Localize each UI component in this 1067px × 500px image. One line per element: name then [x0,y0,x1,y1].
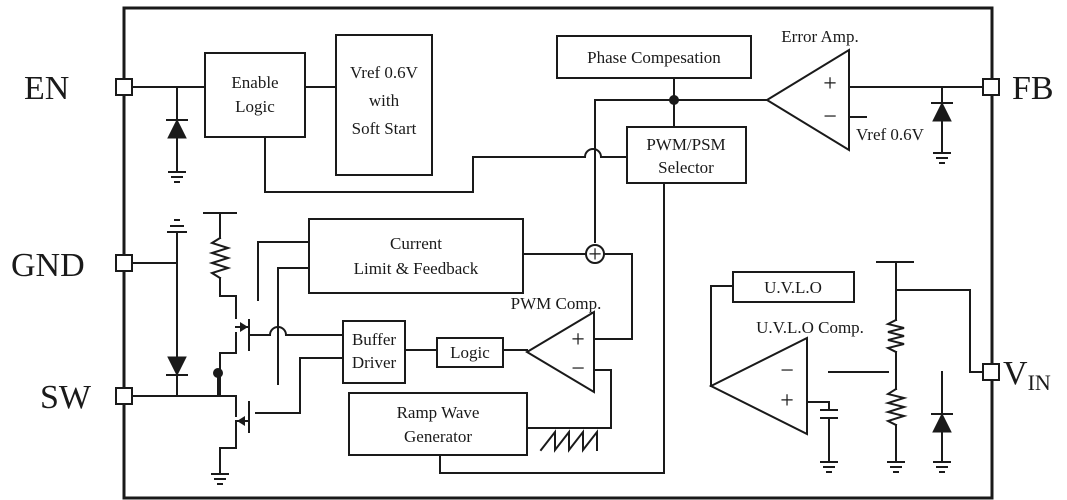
uvlo-label: U.V.L.O [764,278,822,297]
ramp-wave-line-2: Generator [404,427,472,446]
enable-logic-block: Enable Logic [204,52,306,138]
pin-gnd: GND [11,247,133,284]
pin-sw: SW [40,379,133,416]
error-amp-plus: + [823,71,837,97]
pwm-comp-label: PWM Comp. [511,294,602,313]
uvlo-block: U.V.L.O [732,271,855,303]
uvlo-comp-minus: − [780,358,794,384]
pin-vin: VIN [982,355,1051,395]
divider-top-resistor [885,318,905,354]
chip-boundary [122,6,994,500]
divider-bottom-resistor [884,387,908,427]
buffer-driver-line-1: Buffer [352,330,396,349]
pwm-comp-minus: − [571,356,585,382]
current-limit-line-2: Limit & Feedback [354,259,479,278]
pwm-comparator: + − [525,310,595,394]
pin-fb-label: FB [1012,70,1054,107]
pwm-comp-plus: + [571,327,585,353]
ramp-wave-line-1: Ramp Wave [397,403,480,422]
enable-logic-line-1: Enable [231,73,278,92]
fb-clamp-diode [931,101,953,122]
uvlo-comparator: − + [708,336,808,436]
pin-en: EN [24,70,133,107]
pin-vin-label: VIN [1003,355,1051,395]
sw-node-dot [213,368,223,378]
current-limit-line-1: Current [390,234,442,253]
low-side-fet-arrow [237,416,245,426]
current-summer: + [585,242,605,268]
error-amp-minus: − [823,104,837,130]
pin-fb: FB [982,70,1054,107]
enable-logic-line-2: Logic [235,97,275,116]
sense-resistor [208,236,232,280]
pin-sw-label: SW [40,379,92,416]
pwm-psm-selector-block: PWM/PSM Selector [626,126,747,184]
vref-soft-start-block: Vref 0.6V with Soft Start [335,34,433,176]
en-clamp-diode [166,118,188,139]
sw-gnd-diode [166,356,188,377]
ramp-wave-generator-block: Ramp Wave Generator [348,392,528,456]
vin-clamp-diode [931,412,953,433]
current-limit-block: Current Limit & Feedback [308,218,524,294]
logic-label: Logic [450,343,490,362]
vref-soft-start-line-2: with [369,91,400,110]
uvlo-comp-plus: + [780,388,794,414]
pwm-psm-selector-line-2: Selector [658,158,714,177]
vref-soft-start-line-1: Vref 0.6V [350,63,419,82]
vref-soft-start-line-3: Soft Start [352,119,417,138]
pin-vin-subscript: IN [1028,370,1051,395]
pin-gnd-label: GND [11,247,85,284]
comp-node-dot [669,95,679,105]
phase-compensation-block: Phase Compesation [556,35,752,79]
summer-plus: + [588,242,602,268]
vref-fb-label: Vref 0.6V [856,125,925,144]
error-amplifier: + − [765,48,850,152]
error-amp-label: Error Amp. [781,27,858,46]
wires [132,77,984,485]
uvlo-comp-label: U.V.L.O Comp. [756,318,864,337]
pwm-psm-selector-line-1: PWM/PSM [646,135,725,154]
logic-block: Logic [436,337,504,368]
high-side-fet-arrow [240,322,248,332]
pin-en-label: EN [24,70,69,107]
buffer-driver-block: Buffer Driver [342,320,406,384]
phase-compensation-label: Phase Compesation [587,48,721,67]
buffer-driver-line-2: Driver [352,353,397,372]
pin-vin-main: V [1003,355,1028,392]
